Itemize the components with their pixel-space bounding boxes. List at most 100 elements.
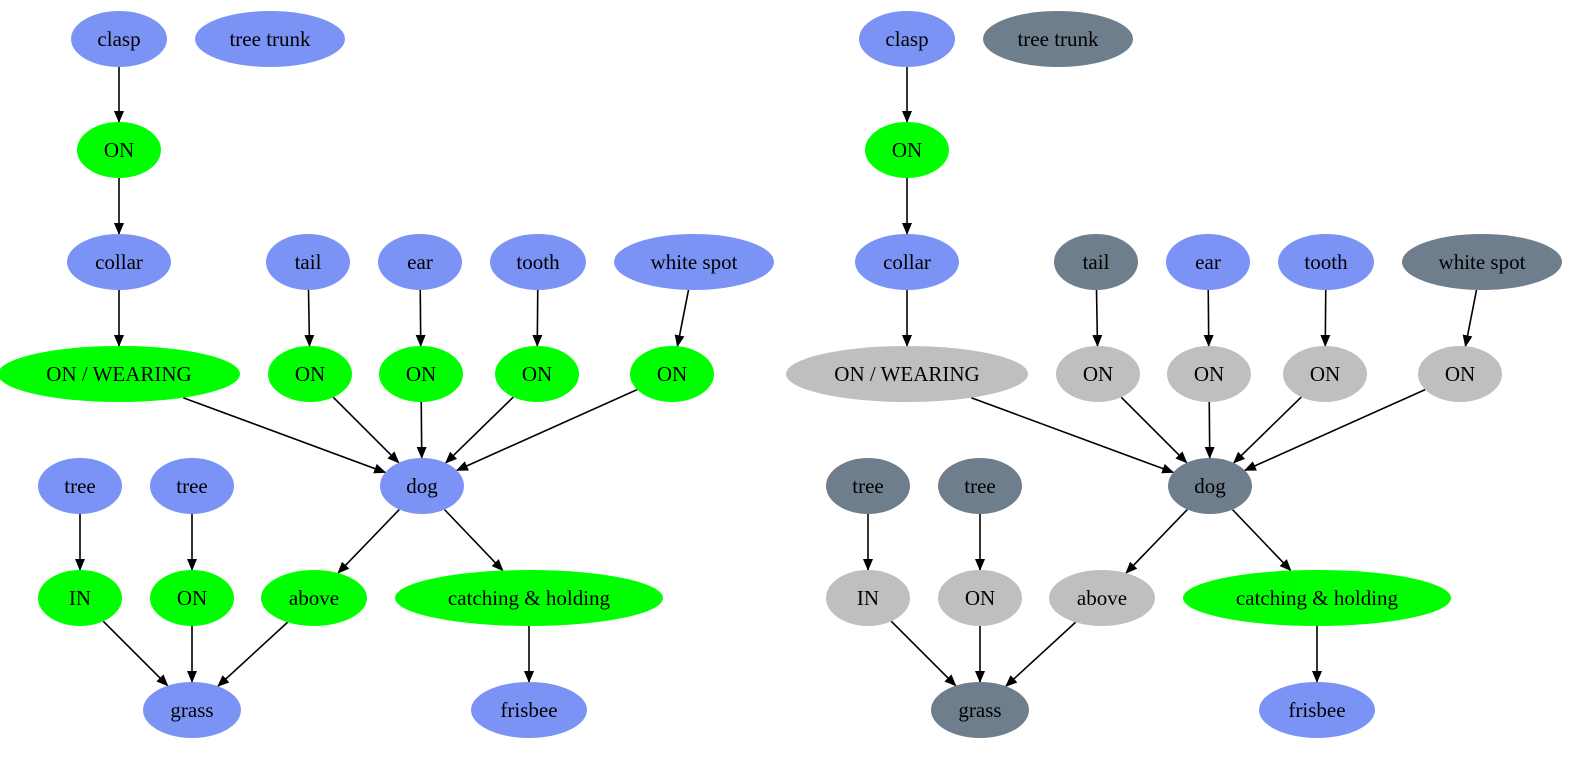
node-catching: catching & holding: [395, 570, 663, 626]
edge-on_tail-to-dog: [1120, 396, 1188, 464]
node-tail: tail: [266, 234, 350, 290]
node-label: ON / WEARING: [46, 362, 191, 386]
node-label: above: [1077, 586, 1127, 610]
node-on_wearing: ON / WEARING: [0, 346, 240, 402]
edge-on_wearing-to-dog: [970, 396, 1175, 474]
node-ellipse: [938, 458, 1022, 514]
node-label: tree: [176, 474, 207, 498]
node-above: above: [261, 570, 367, 626]
node-label: tail: [1083, 250, 1110, 274]
edge-on_wearing-to-dog: [182, 396, 387, 474]
node-on_clasp: ON: [77, 122, 161, 178]
node-label: ON: [104, 138, 134, 162]
node-label: tree: [64, 474, 95, 498]
edge-white_spot-to-on_spot: [1462, 289, 1478, 348]
node-white_spot: white spot: [1402, 234, 1562, 290]
node-tree2: tree: [938, 458, 1022, 514]
node-ellipse: [1167, 346, 1251, 402]
node-ellipse: [931, 682, 1029, 738]
node-ellipse: [0, 346, 240, 402]
edge-tooth-to-on_tooth: [1320, 289, 1331, 348]
node-on_spot: ON: [630, 346, 714, 402]
edge-ear-to-on_ear: [1203, 289, 1214, 348]
node-on_wearing: ON / WEARING: [786, 346, 1028, 402]
node-tree1: tree: [38, 458, 122, 514]
node-label: ON: [522, 362, 552, 386]
node-tooth: tooth: [490, 234, 586, 290]
node-on_spot: ON: [1418, 346, 1502, 402]
node-label: clasp: [97, 27, 140, 51]
edge-dog-to-above: [1125, 508, 1188, 574]
node-label: ear: [407, 250, 433, 274]
node-label: tree: [964, 474, 995, 498]
node-ellipse: [630, 346, 714, 402]
node-label: catching & holding: [448, 586, 611, 610]
node-ellipse: [1056, 346, 1140, 402]
node-ellipse: [378, 234, 462, 290]
node-label: ear: [1195, 250, 1221, 274]
node-ellipse: [1259, 682, 1375, 738]
node-label: ON: [1083, 362, 1113, 386]
node-ellipse: [1418, 346, 1502, 402]
node-above: above: [1049, 570, 1155, 626]
node-ellipse: [150, 570, 234, 626]
edge-in_tree-to-grass: [102, 620, 169, 687]
node-ellipse: [495, 346, 579, 402]
node-label: ON: [406, 362, 436, 386]
node-ellipse: [1054, 234, 1138, 290]
edge-tooth-to-on_tooth: [532, 289, 543, 348]
node-ellipse: [1049, 570, 1155, 626]
edge-on_tooth-to-dog: [1233, 396, 1302, 464]
node-label: frisbee: [500, 698, 557, 722]
node-label: tree trunk: [1017, 27, 1099, 51]
node-ellipse: [826, 458, 910, 514]
node-ellipse: [150, 458, 234, 514]
node-ellipse: [1402, 234, 1562, 290]
node-label: tooth: [1304, 250, 1348, 274]
node-label: IN: [857, 586, 879, 610]
node-on_tail: ON: [1056, 346, 1140, 402]
edge-on_ear-to-dog: [416, 401, 427, 460]
node-catching: catching & holding: [1183, 570, 1451, 626]
node-label: above: [289, 586, 339, 610]
node-ellipse: [490, 234, 586, 290]
node-ellipse: [268, 346, 352, 402]
node-in_tree: IN: [38, 570, 122, 626]
node-label: grass: [958, 698, 1001, 722]
edge-dog-to-above: [337, 508, 400, 574]
node-ear: ear: [378, 234, 462, 290]
node-ellipse: [938, 570, 1022, 626]
node-on_clasp: ON: [865, 122, 949, 178]
node-label: tail: [295, 250, 322, 274]
edge-on_spot-to-dog: [455, 388, 638, 472]
node-ellipse: [1183, 570, 1451, 626]
node-tree_trunk: tree trunk: [195, 11, 345, 67]
node-on_tree: ON: [150, 570, 234, 626]
node-ellipse: [1166, 234, 1250, 290]
node-label: ON: [177, 586, 207, 610]
node-label: IN: [69, 586, 91, 610]
node-ellipse: [38, 570, 122, 626]
node-label: dog: [1194, 474, 1226, 498]
node-on_ear: ON: [379, 346, 463, 402]
node-label: ON: [1194, 362, 1224, 386]
node-ellipse: [380, 458, 464, 514]
node-tree_trunk: tree trunk: [983, 11, 1133, 67]
node-ellipse: [1278, 234, 1374, 290]
node-label: white spot: [651, 250, 738, 274]
node-label: ON: [295, 362, 325, 386]
node-ellipse: [395, 570, 663, 626]
edge-on_tail-to-dog: [332, 396, 400, 464]
node-clasp: clasp: [859, 11, 955, 67]
node-ellipse: [261, 570, 367, 626]
node-white_spot: white spot: [614, 234, 774, 290]
node-label: collar: [883, 250, 931, 274]
edge-tail-to-on_tail: [304, 289, 315, 348]
node-ellipse: [379, 346, 463, 402]
node-label: tree trunk: [229, 27, 311, 51]
edge-tail-to-on_tail: [1092, 289, 1103, 348]
edge-on_ear-to-dog: [1204, 401, 1215, 460]
